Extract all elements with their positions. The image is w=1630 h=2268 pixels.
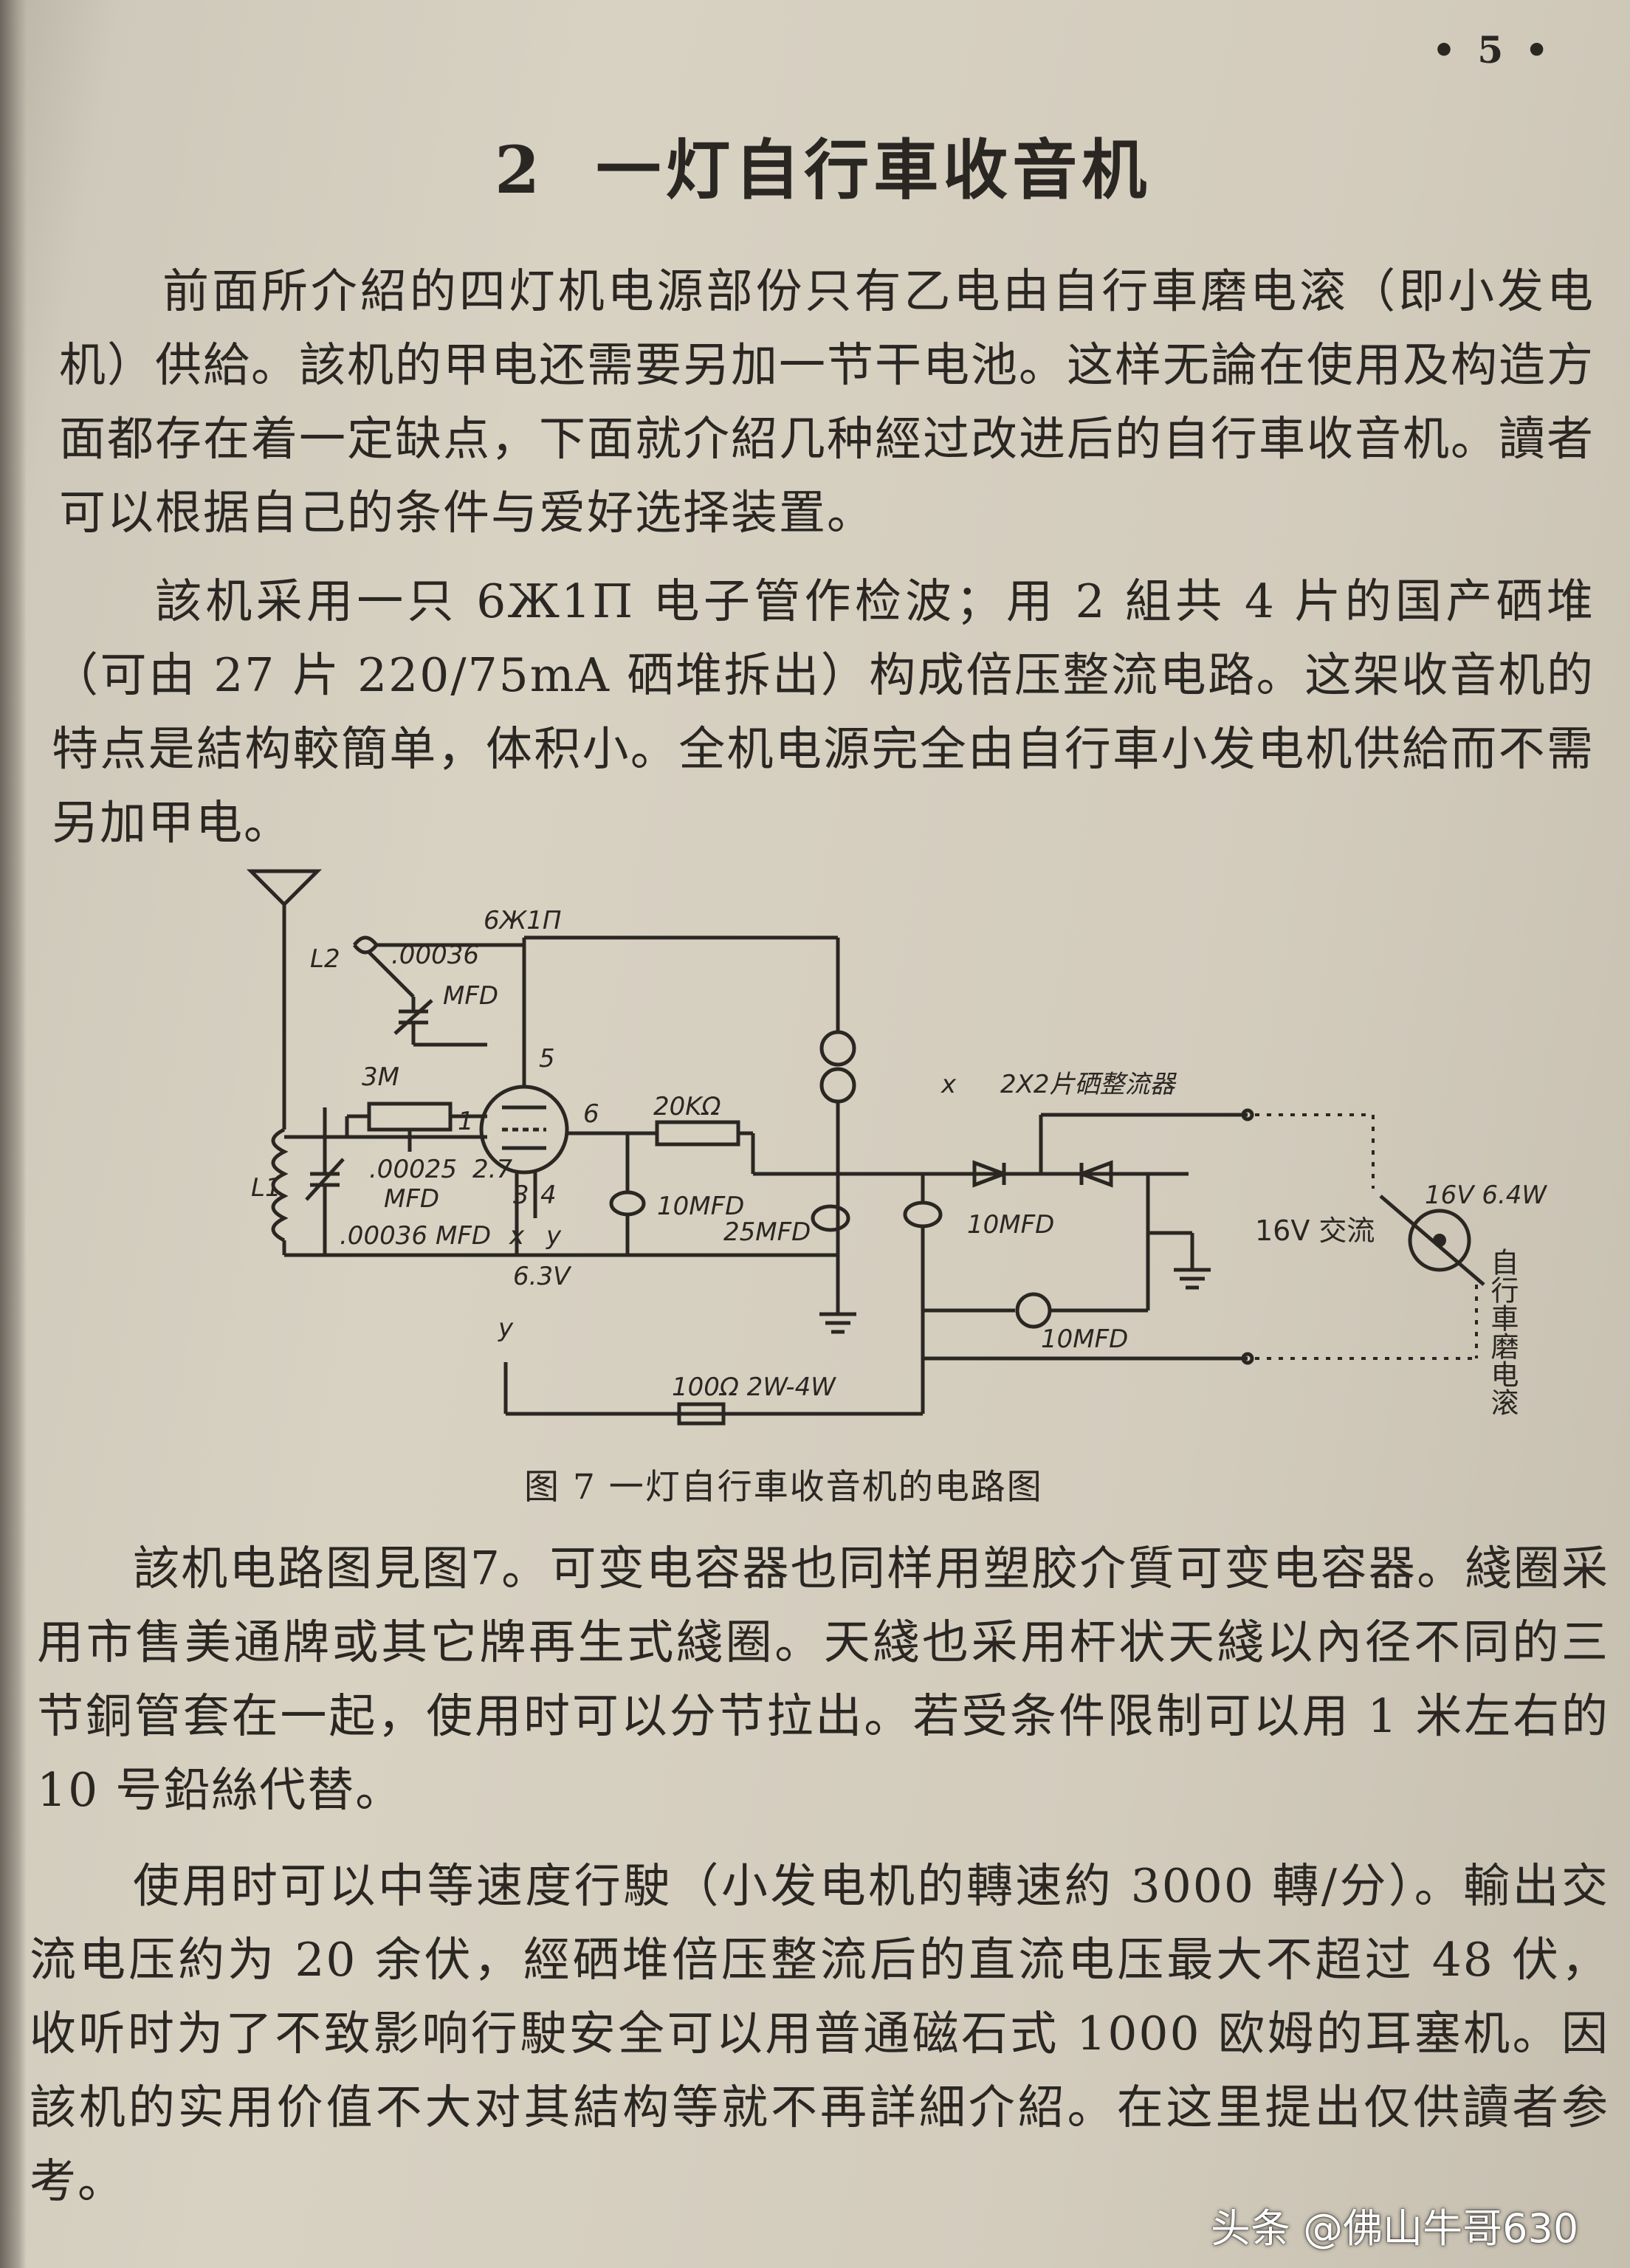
bicycle-dynamo <box>1379 1195 1485 1286</box>
cap-10a-label: 10MFD <box>657 1192 744 1221</box>
tune-cap-value: .00036 <box>340 1221 427 1251</box>
pin-27-label: 2.7 <box>472 1155 512 1184</box>
coil-l2-label: L2 <box>310 944 340 974</box>
tune-cap-unit: MFD <box>436 1221 491 1251</box>
cathode-capacitor <box>609 1133 646 1255</box>
pin-3-label: 3 <box>513 1181 529 1210</box>
page-gutter-shadow <box>0 0 27 2268</box>
coil-l2 <box>353 935 524 1047</box>
section-number: 2 <box>495 131 545 208</box>
cap-10b-label: 10MFD <box>967 1210 1054 1240</box>
pin-1-label: 1 <box>458 1107 474 1136</box>
ground-symbol-2 <box>1174 1268 1211 1290</box>
generator-name-label: 自行車磨电滚 <box>1486 1248 1519 1416</box>
coil-l1-label: L1 <box>251 1173 281 1203</box>
plate-resistor <box>627 1120 1189 1176</box>
page-number: • 5 • <box>1432 28 1553 72</box>
tube-label: 6Ж1П <box>484 906 561 935</box>
heater-y-label: y <box>546 1221 562 1251</box>
watermark: 头条 @佛山牛哥630 <box>1211 2205 1579 2252</box>
cap-25-label: 25MFD <box>723 1217 811 1247</box>
pin-4-label: 4 <box>540 1181 557 1210</box>
paragraph-2: 該机采用一只 6Ж1П 电子管作检波；用 2 組共 4 片的国产硒堆（可由 27… <box>52 574 1595 850</box>
paragraph-4: 使用时可以中等速度行駛（小发电机的轉速約 3000 轉/分）。輸出交流电压約为 … <box>30 1859 1609 2208</box>
pin-5-label: 5 <box>539 1044 555 1073</box>
cap-10c-label: 10MFD <box>1041 1324 1128 1354</box>
heater-x-label: x <box>509 1221 525 1251</box>
coupling-capacitor-10 <box>923 1233 1150 1329</box>
figure-caption: 图 7 一灯自行車收音机的电路图 <box>524 1467 1043 1508</box>
section-title: 2 一灯自行車收音机 <box>495 118 1151 212</box>
vacuum-tube <box>479 1085 627 1255</box>
heater-voltage-label: 6.3V <box>513 1262 572 1291</box>
plate-resistor-label: 20KΩ <box>653 1092 721 1121</box>
paragraph-1: 前面所介紹的四灯机电源部份只有乙电由自行車磨电滚（即小发电机）供給。該机的甲电还… <box>59 264 1595 540</box>
section-title-text: 一灯自行車收音机 <box>596 131 1152 208</box>
cap-l2-unit: MFD <box>443 981 498 1011</box>
generator-wiring <box>1241 1108 1478 1365</box>
grid-cap-value: .00025 <box>369 1155 457 1184</box>
grid-resistor-label: 3M <box>362 1062 399 1092</box>
ground-symbol-1 <box>819 1255 856 1334</box>
rectifier-label: 2X2片硒整流器 <box>1000 1070 1177 1099</box>
grid-cap-unit: MFD <box>384 1184 439 1214</box>
rect-x-label: x <box>940 1070 957 1099</box>
generator-rating-label: 16V 6.4W <box>1425 1181 1547 1210</box>
pin-6-label: 6 <box>583 1099 599 1129</box>
filter-capacitor-25 <box>811 1204 850 1232</box>
circuit-diagram: 6Ж1П L2 .00036 MFD 3M 1 5 6 2.7 3 4 .000… <box>246 869 1547 1426</box>
tuning-capacitor <box>305 1107 345 1255</box>
y-terminal-label: y <box>498 1313 514 1343</box>
dropping-resistor <box>503 1356 1248 1426</box>
cap-l2-value: .00036 <box>391 941 479 970</box>
antenna-symbol <box>246 869 323 1100</box>
coil-l1 <box>271 1100 289 1255</box>
dropping-resistor-label: 100Ω 2W-4W <box>672 1372 836 1402</box>
paragraph-3: 該机电路图見图7。可变电容器也同样用塑胶介質可变电容器。綫圈采用市售美通牌或其它… <box>37 1542 1609 1817</box>
rectifier-diodes <box>972 1113 1248 1270</box>
ac-voltage-label: 16V 交流 <box>1255 1214 1375 1247</box>
